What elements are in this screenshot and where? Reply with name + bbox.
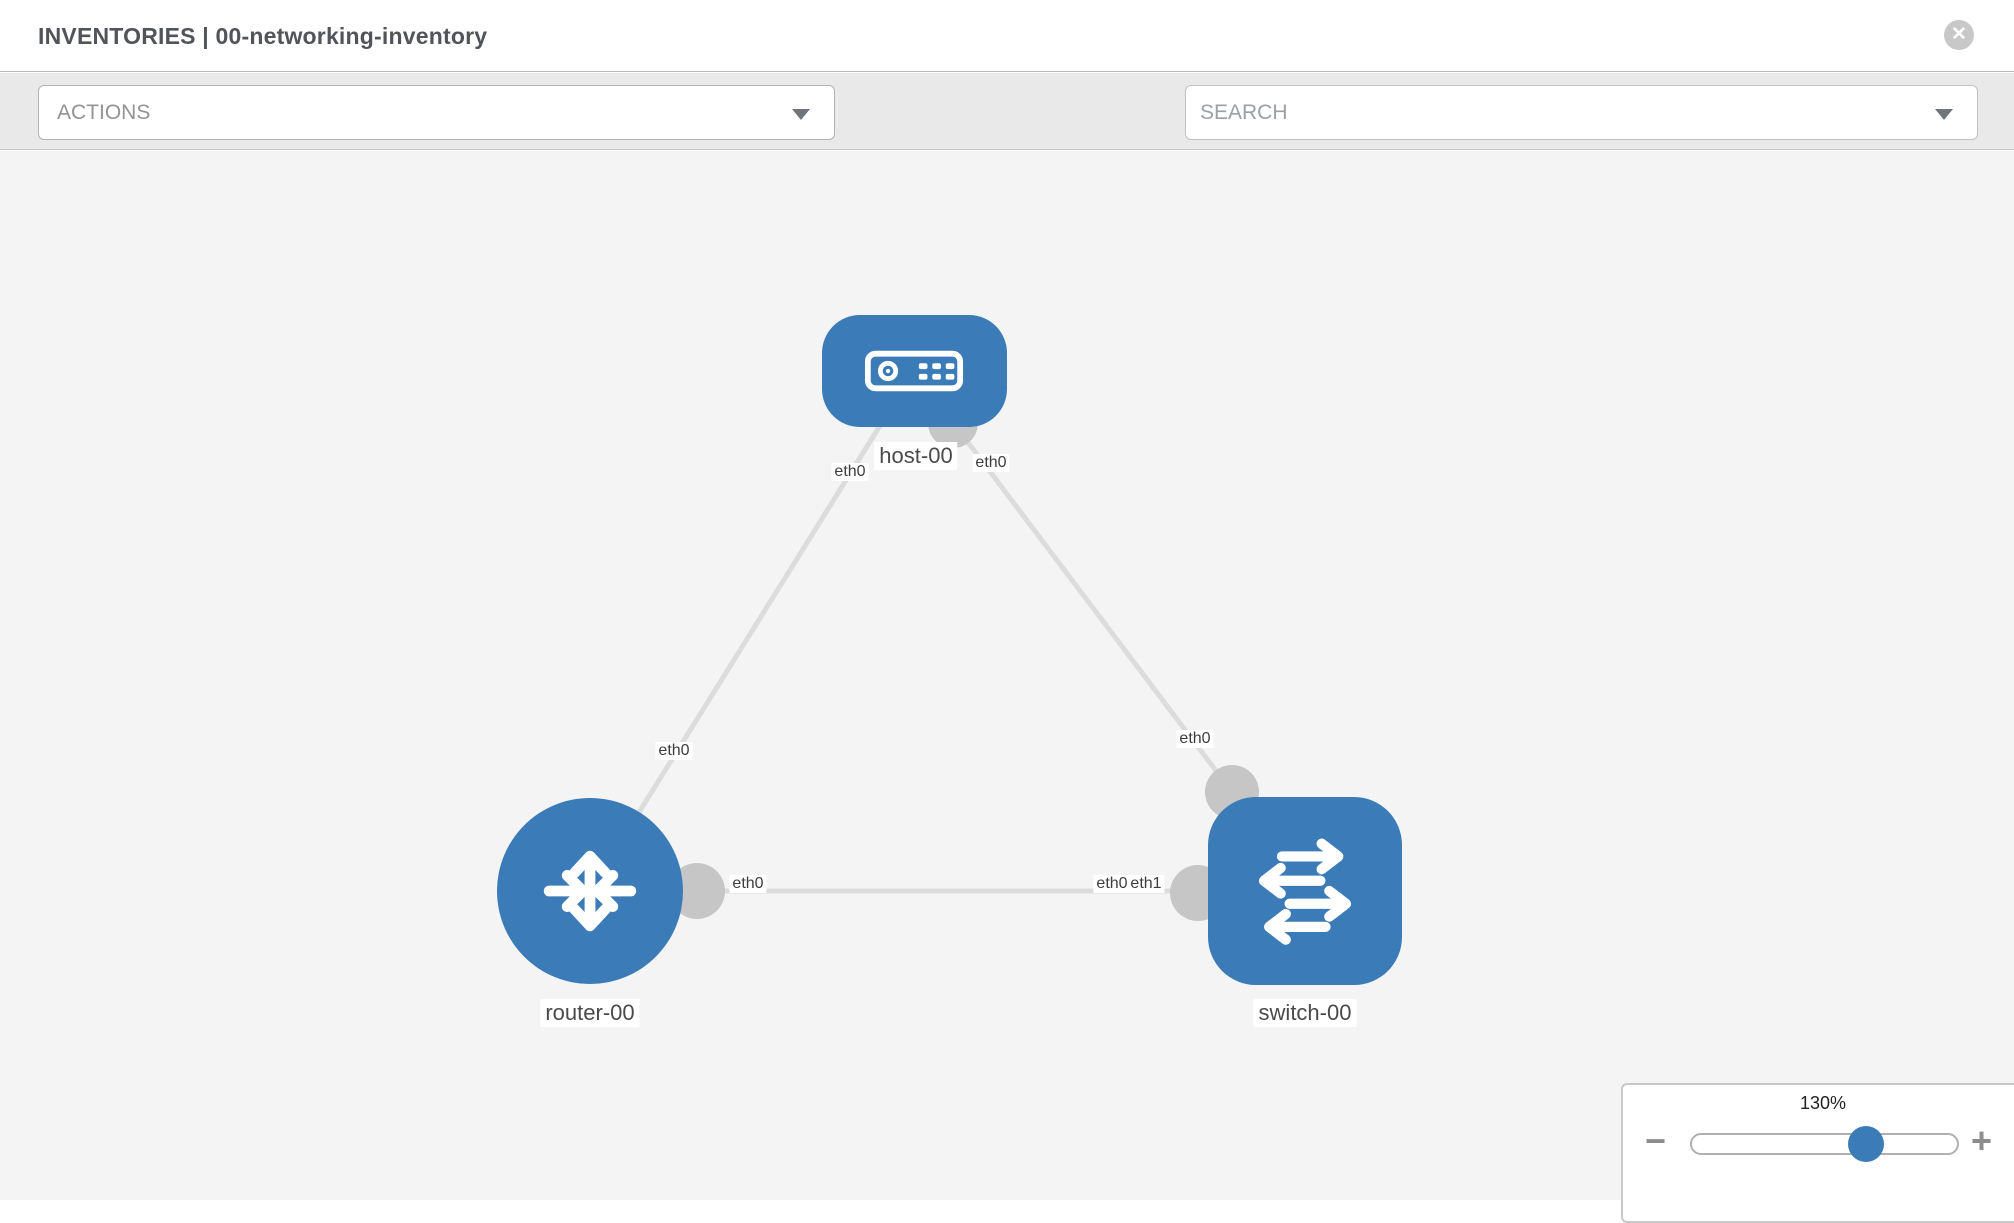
actions-dropdown-label: ACTIONS: [57, 101, 151, 124]
search-input[interactable]: [1200, 90, 1890, 135]
interface-label: eth1: [1127, 875, 1165, 893]
chevron-down-icon: [1935, 109, 1953, 120]
router-icon: [543, 850, 637, 932]
node-label-router: router-00: [540, 999, 640, 1027]
zoom-slider-thumb[interactable]: [1848, 1126, 1884, 1162]
zoom-control-panel: 130% − +: [1621, 1083, 2014, 1223]
interface-label: eth0: [831, 463, 869, 481]
topology-svg: [497, 315, 1402, 985]
zoom-in-button[interactable]: +: [1971, 1120, 1993, 1161]
switch-icon: [1258, 838, 1352, 945]
chevron-down-icon: [792, 109, 810, 120]
node-label-host: host-00: [874, 442, 958, 470]
node-switch-00[interactable]: [1208, 797, 1402, 985]
page-title: INVENTORIES | 00-networking-inventory: [38, 23, 488, 49]
zoom-out-button[interactable]: −: [1645, 1120, 1667, 1161]
interface-label: eth0: [1093, 875, 1131, 893]
link-host-router[interactable]: [587, 369, 917, 893]
node-router-00[interactable]: [497, 798, 683, 984]
interface-connectors: [669, 398, 1259, 921]
node-label-switch: switch-00: [1253, 999, 1357, 1027]
node-host-00[interactable]: [822, 315, 1007, 427]
close-icon[interactable]: ✕: [1944, 20, 1974, 50]
interface-label: eth0: [729, 875, 767, 893]
interface-label: eth0: [972, 454, 1010, 472]
actions-dropdown[interactable]: ACTIONS: [38, 85, 835, 140]
zoom-level-value: 130%: [1799, 1093, 1847, 1113]
interface-label: eth0: [1176, 730, 1214, 748]
connector-router-right[interactable]: [669, 863, 725, 919]
interface-label: eth0: [655, 742, 693, 760]
search-dropdown[interactable]: [1185, 85, 1978, 140]
zoom-slider-track[interactable]: [1690, 1133, 1959, 1155]
toolbar: ACTIONS: [0, 73, 2014, 207]
modal-header: INVENTORIES | 00-networking-inventory ✕: [0, 0, 2014, 72]
host-icon: [864, 350, 964, 392]
topology-canvas[interactable]: host-00 router-00 switch-00 eth0 eth0 et…: [0, 151, 2014, 1200]
